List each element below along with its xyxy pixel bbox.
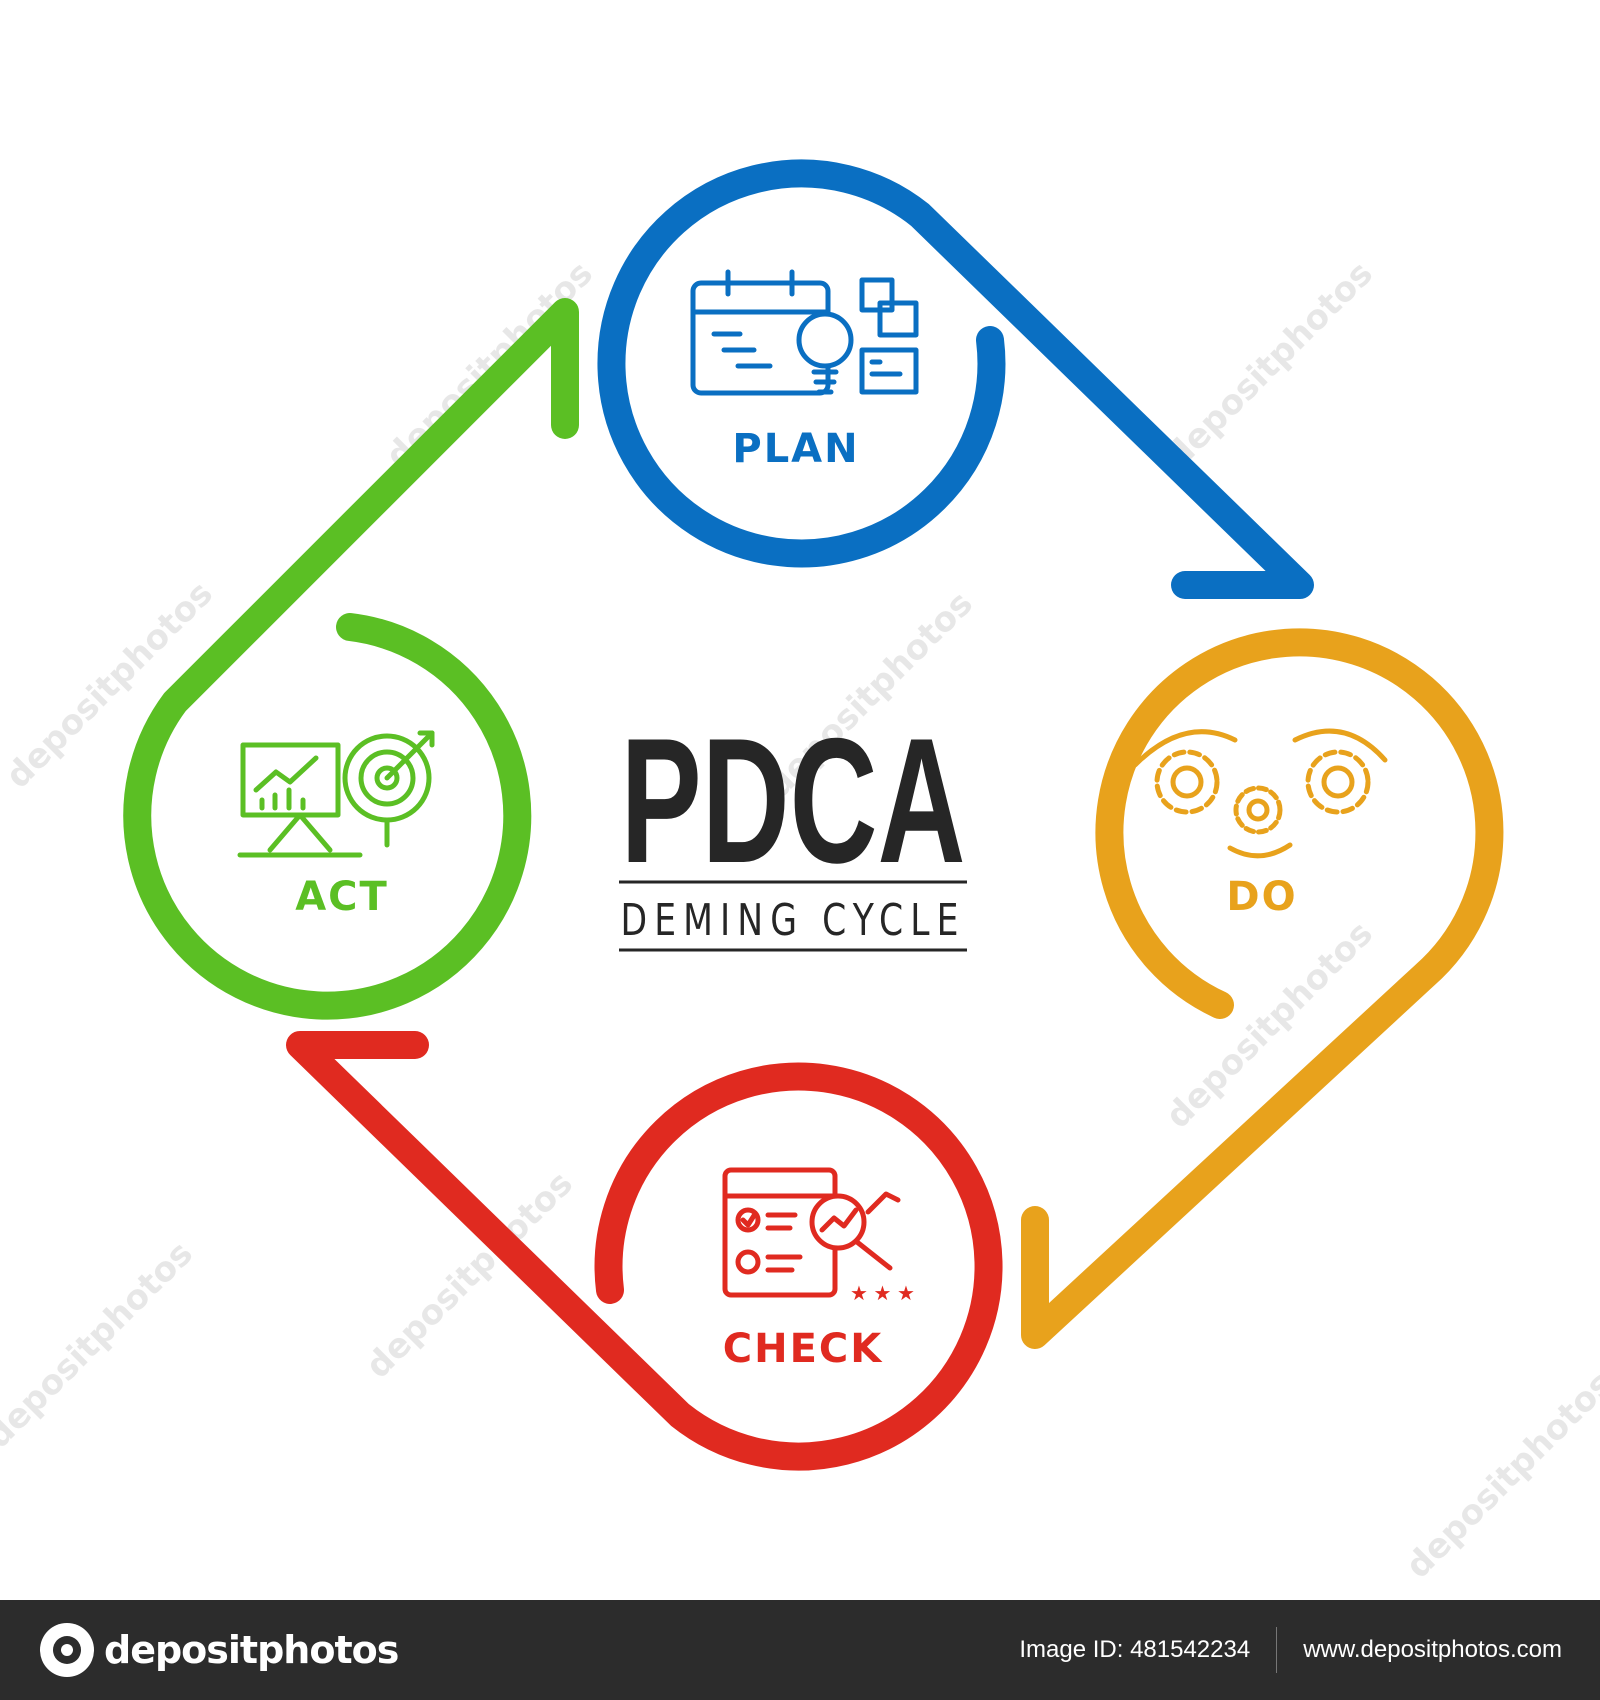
act-ring (123, 298, 579, 1020)
title-pdca: PDCA (621, 701, 966, 900)
svg-text:★ ★ ★: ★ ★ ★ (850, 1283, 915, 1305)
stage-do: DO (1021, 628, 1504, 1349)
footer-logo[interactable]: depositphotos (40, 1623, 399, 1677)
watermark-text: depositphotos (0, 1234, 201, 1457)
watermark-text: depositphotos (1398, 1364, 1600, 1587)
stage-label-act: ACT (295, 874, 389, 920)
calendar-bulb-notes-icon (690, 269, 919, 396)
plan-ring (597, 159, 1314, 599)
check-ring (286, 1031, 1003, 1471)
site-url[interactable]: www.depositphotos.com (1303, 1636, 1562, 1663)
footer-info: Image ID: 481542234 www.depositphotos.co… (1019, 1627, 1562, 1673)
image-id: Image ID: 481542234 (1019, 1636, 1251, 1663)
stage-check: ★ ★ ★ CHECK (286, 1031, 1003, 1471)
footer-bar: depositphotos Image ID: 481542234 www.de… (0, 1600, 1600, 1700)
stage-label-plan: PLAN (732, 426, 859, 472)
stage-plan: PLAN (597, 159, 1314, 599)
stage-act: ACT (123, 298, 579, 1020)
gears-icon (1132, 728, 1388, 859)
chart-target-icon (237, 730, 435, 858)
stage-label-check: CHECK (723, 1326, 884, 1372)
center-title-block: PDCA DEMING CYCLE (619, 701, 967, 952)
stage-label-do: DO (1226, 874, 1297, 920)
brand-name: depositphotos (104, 1628, 399, 1672)
checklist-magnifier-icon: ★ ★ ★ (722, 1167, 915, 1305)
camera-logo-icon (40, 1623, 94, 1677)
watermark-text: depositphotos (1158, 254, 1381, 477)
footer-divider (1276, 1627, 1278, 1673)
pdca-cycle-graphic: depositphotos depositphotos depositphoto… (0, 159, 1600, 1587)
do-ring (1021, 628, 1504, 1349)
subtitle-deming-cycle: DEMING CYCLE (621, 895, 966, 946)
